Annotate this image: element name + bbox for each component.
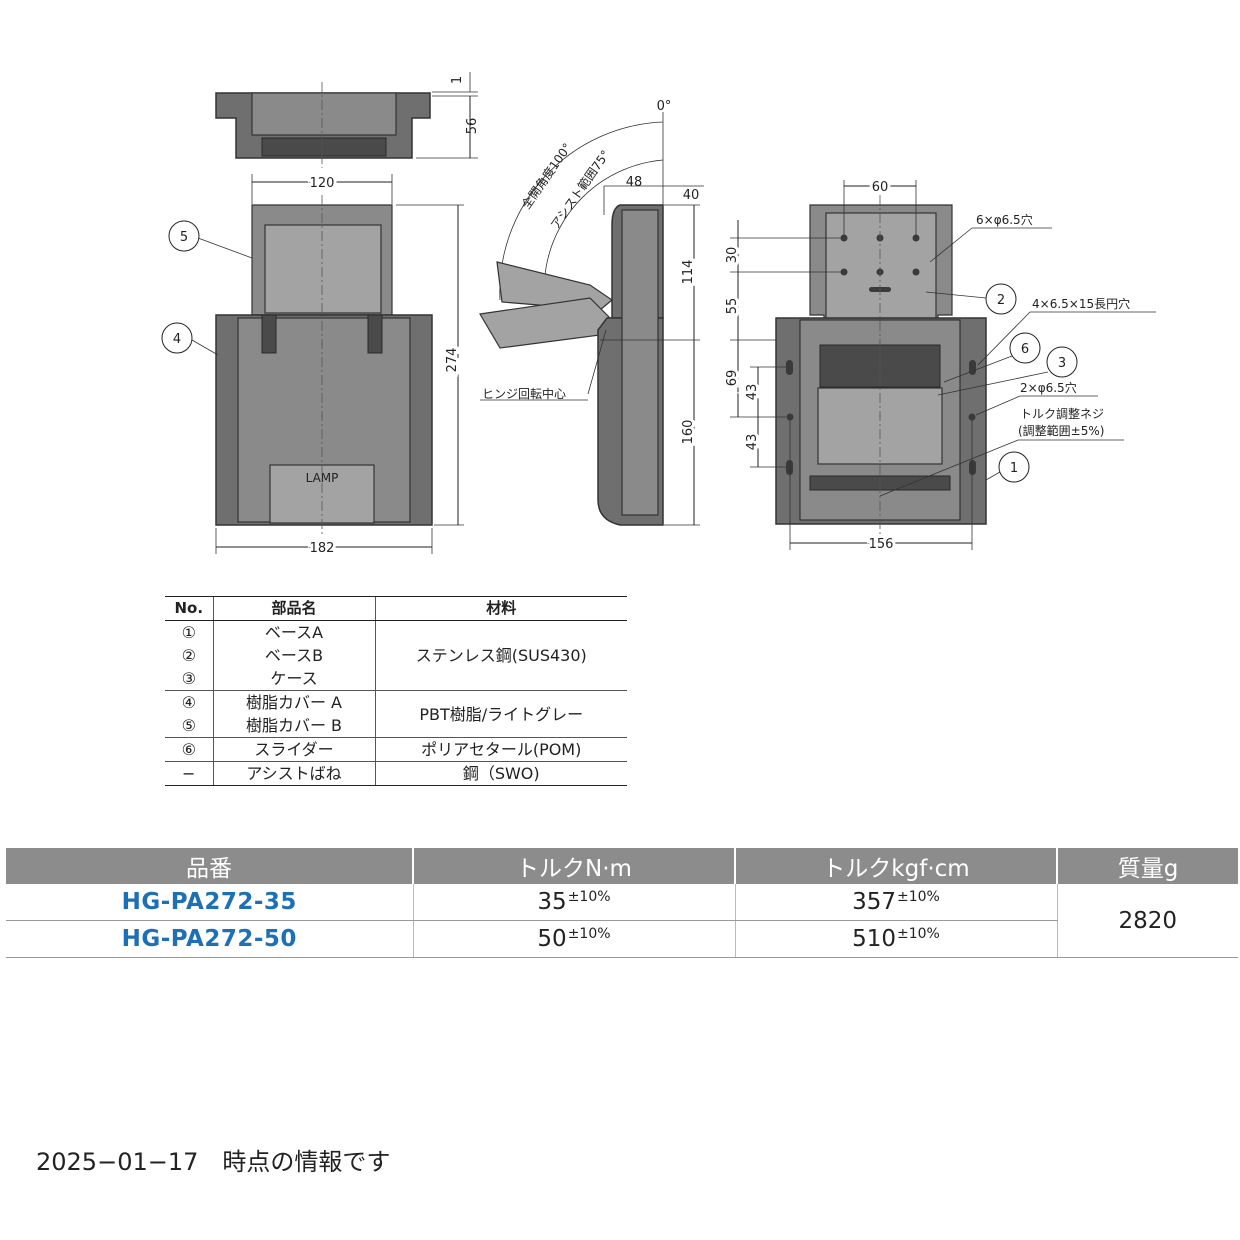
part-number-link[interactable]: HG-PA272-50 <box>6 920 413 958</box>
note-4-slots: 4×6.5×15長円穴 <box>1032 296 1130 311</box>
svg-text:1: 1 <box>1010 461 1018 476</box>
part-no: ⑤ <box>181 716 196 735</box>
parts-row: − アシストばね 鋼（SWO) <box>165 761 627 786</box>
dim-114: 114 <box>681 260 696 285</box>
part-name: ベースB <box>212 644 375 667</box>
note-2-holes: 2×φ6.5穴 <box>1020 380 1077 395</box>
mass-cell: 2820 <box>1056 884 1238 958</box>
dim-1: 1 <box>450 76 465 84</box>
part-name: 樹脂カバー B <box>212 714 375 738</box>
tolerance: ±10% <box>897 889 940 905</box>
parts-header-material: 材料 <box>374 596 627 621</box>
part-material: PBT樹脂/ライトグレー <box>374 690 627 738</box>
dim-43-a: 43 <box>745 384 760 401</box>
top-view: 1 56 <box>215 72 480 168</box>
part-name: ベースA <box>212 620 375 644</box>
part-number-link[interactable]: HG-PA272-35 <box>6 884 413 921</box>
svg-text:2: 2 <box>997 293 1005 308</box>
svg-text:6: 6 <box>1021 342 1029 357</box>
torque-kgf-value: 357 <box>852 889 897 915</box>
note-torque-screw: トルク調整ネジ <box>1020 406 1104 421</box>
note-torque-range: (調整範囲±5%) <box>1018 423 1104 438</box>
part-no: ③ <box>181 669 196 688</box>
dim-156: 156 <box>869 537 894 552</box>
spec-header-mass: 質量g <box>1056 848 1238 884</box>
dim-30: 30 <box>725 247 740 264</box>
hinge-center-label: ヒンジ回転中心 <box>482 386 566 401</box>
spec-row: HG-PA272-35 35±10% 357±10% 2820 <box>6 884 1238 958</box>
svg-text:5: 5 <box>180 230 188 245</box>
dim-40: 40 <box>683 188 700 203</box>
callout-1: 1 <box>998 451 1030 483</box>
callout-6: 6 <box>1009 332 1041 364</box>
callout-4: 4 <box>161 322 219 356</box>
dim-274: 274 <box>445 348 460 373</box>
torque-kgf-value: 510 <box>852 926 897 952</box>
part-name: アシストばね <box>212 761 375 786</box>
dim-60: 60 <box>872 180 889 195</box>
callout-3: 3 <box>1046 346 1078 378</box>
rear-view: 60 30 55 69 43 43 156 6×φ6.5穴 4×6.5×15長円… <box>722 177 1156 555</box>
spec-row: HG-PA272-50 50±10% 510±10% <box>6 920 1238 958</box>
spec-header-part-no: 品番 <box>6 848 413 884</box>
part-no: ④ <box>165 690 213 714</box>
torque-kgf-cell: 357±10% <box>734 884 1057 921</box>
part-no: ② <box>181 646 196 665</box>
torque-nm-cell: 50±10% <box>412 920 735 958</box>
tolerance: ±10% <box>567 889 611 905</box>
part-material: ステンレス鋼(SUS430) <box>374 620 627 691</box>
parts-table: No. 部品名 材料 ① ベースA ステンレス鋼(SUS430) ② ベースB … <box>165 596 627 786</box>
part-no: ① <box>181 623 196 642</box>
part-material: 鋼（SWO) <box>374 761 627 786</box>
side-view: 0° 全開角度100° アシスト範囲75° 48 40 114 160 ヒンジ回… <box>479 99 704 526</box>
torque-nm-value: 50 <box>537 926 567 952</box>
dim-160: 160 <box>681 420 696 445</box>
technical-drawing: 1 56 LAMP 120 274 182 5 <box>161 72 1156 559</box>
parts-row: ② ベースB <box>165 644 627 667</box>
dim-182: 182 <box>310 541 335 556</box>
parts-row: ⑤ 樹脂カバー B <box>165 714 627 738</box>
parts-header-no: No. <box>165 596 213 621</box>
tolerance: ±10% <box>897 926 940 942</box>
torque-nm-cell: 35±10% <box>412 884 735 921</box>
tolerance: ±10% <box>567 926 611 942</box>
dim-48: 48 <box>626 175 643 190</box>
dim-43-b: 43 <box>745 434 760 451</box>
parts-row: ① ベースA ステンレス鋼(SUS430) <box>165 620 627 691</box>
part-name: ケース <box>212 667 375 691</box>
parts-row: ④ 樹脂カバー A PBT樹脂/ライトグレー <box>165 690 627 738</box>
part-material: ポリアセタール(POM) <box>374 737 627 762</box>
part-name: 樹脂カバー A <box>212 690 375 714</box>
spec-header-torque-nm: トルクN·m <box>412 848 735 884</box>
torque-nm-value: 35 <box>537 889 567 915</box>
dim-120: 120 <box>310 176 335 191</box>
part-name: スライダー <box>212 737 375 762</box>
part-no: − <box>165 761 213 786</box>
dim-56: 56 <box>465 118 480 135</box>
callout-2: 2 <box>985 283 1017 315</box>
dim-55: 55 <box>725 298 740 315</box>
torque-kgf-cell: 510±10% <box>734 920 1057 958</box>
note-6-holes: 6×φ6.5穴 <box>976 212 1033 227</box>
svg-text:3: 3 <box>1058 356 1066 371</box>
spec-table: 品番 トルクN·m トルクkgf·cm 質量g HG-PA272-35 35±1… <box>6 848 1238 958</box>
spec-header-torque-kgf: トルクkgf·cm <box>734 848 1057 884</box>
parts-row: ⑥ スライダー ポリアセタール(POM) <box>165 737 627 762</box>
part-no: ⑥ <box>165 737 213 762</box>
parts-row: ③ ケース <box>165 667 627 691</box>
parts-header-name: 部品名 <box>212 596 375 621</box>
svg-text:4: 4 <box>173 332 181 347</box>
front-view: LAMP 120 274 182 5 4 <box>161 173 464 559</box>
info-date-note: 2025−01−17 時点の情報です <box>36 1148 391 1176</box>
callout-5: 5 <box>168 220 253 259</box>
angle-zero: 0° <box>657 99 672 114</box>
dim-69: 69 <box>725 370 740 387</box>
